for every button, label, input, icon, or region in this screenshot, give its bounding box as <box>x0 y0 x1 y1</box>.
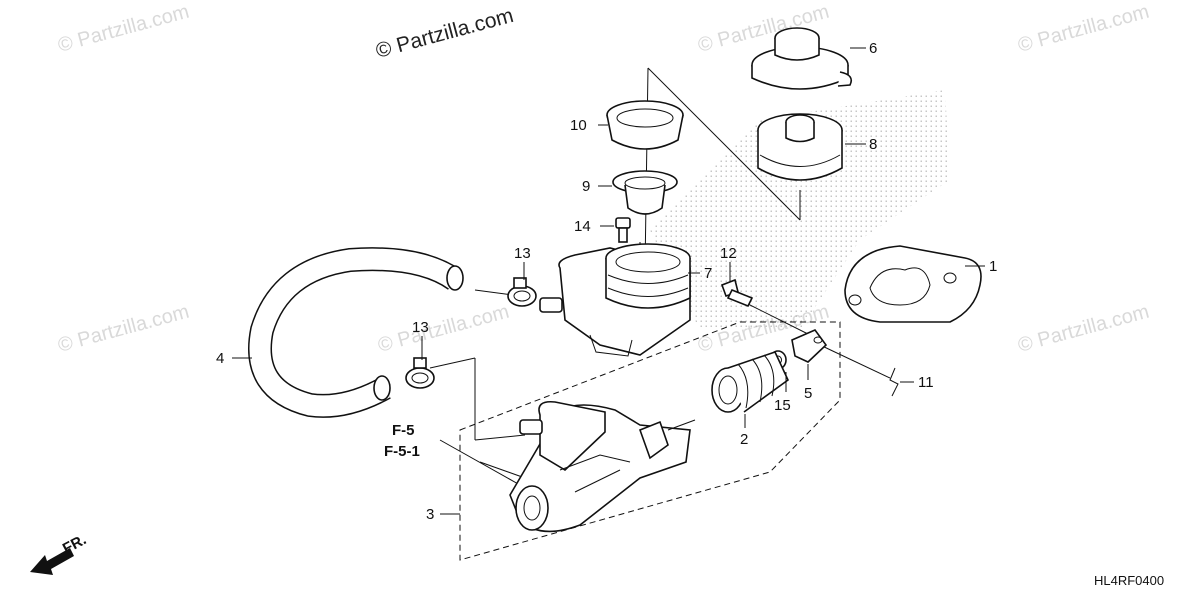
part-3-master-cylinder[interactable] <box>509 400 696 533</box>
part-5-joint[interactable] <box>791 329 828 363</box>
callout-1[interactable]: 1 <box>989 258 997 275</box>
assembly-boundary <box>459 321 841 561</box>
part-8-reservoir-cap[interactable] <box>757 113 843 181</box>
watermark-text: © Partzilla.com <box>376 301 512 357</box>
front-direction-indicator: FR. <box>30 531 89 575</box>
reference-f5-1[interactable]: F-5-1 <box>384 443 420 460</box>
callout-12[interactable]: 12 <box>720 245 737 262</box>
part-1-bracket[interactable] <box>844 245 982 323</box>
callout-2[interactable]: 2 <box>740 431 748 448</box>
callout-9[interactable]: 9 <box>582 178 590 195</box>
callout-14[interactable]: 14 <box>574 218 591 235</box>
watermark-text: © Partzilla.com <box>56 301 192 357</box>
callout-8[interactable]: 8 <box>869 136 877 153</box>
callout-3[interactable]: 3 <box>426 506 434 523</box>
part-6-cap-cover[interactable] <box>751 27 853 90</box>
part-9-plate[interactable] <box>612 170 678 215</box>
part-7-reservoir[interactable] <box>539 243 691 357</box>
callout-10[interactable]: 10 <box>570 117 587 134</box>
callout-4[interactable]: 4 <box>216 350 224 367</box>
part-2-boot[interactable] <box>711 351 790 413</box>
callout-labels: 6 8 10 9 14 7 13 13 4 12 1 11 15 5 2 3 <box>216 40 997 523</box>
reference-labels: F-5 F-5-1 <box>384 422 420 460</box>
part-14-screw[interactable] <box>615 217 631 243</box>
watermark-text: © Partzilla.com <box>56 1 192 57</box>
callout-7[interactable]: 7 <box>704 265 712 282</box>
callout-5[interactable]: 5 <box>804 385 812 402</box>
part-13-clamp-upper[interactable] <box>507 277 537 307</box>
part-13-clamp-lower[interactable] <box>405 357 435 389</box>
part-10-diaphragm[interactable] <box>606 100 684 150</box>
front-arrow-icon <box>30 548 74 575</box>
watermark-text: © Partzilla.com <box>1016 301 1152 357</box>
callout-13-upper[interactable]: 13 <box>514 245 531 262</box>
callout-13-lower[interactable]: 13 <box>412 319 429 336</box>
watermark-main: © Partzilla.com <box>373 4 516 63</box>
part-12-bolt[interactable] <box>720 278 754 308</box>
diagram-code: HL4RF0400 <box>1094 573 1164 588</box>
callout-6[interactable]: 6 <box>869 40 877 57</box>
part-4-hose[interactable] <box>248 247 464 418</box>
part-11-pin[interactable] <box>889 367 899 397</box>
reference-f5[interactable]: F-5 <box>392 422 415 439</box>
watermark-text: © Partzilla.com <box>1016 1 1152 57</box>
callout-11[interactable]: 11 <box>918 374 934 391</box>
callout-ticks <box>232 47 985 515</box>
callout-15[interactable]: 15 <box>774 397 791 414</box>
